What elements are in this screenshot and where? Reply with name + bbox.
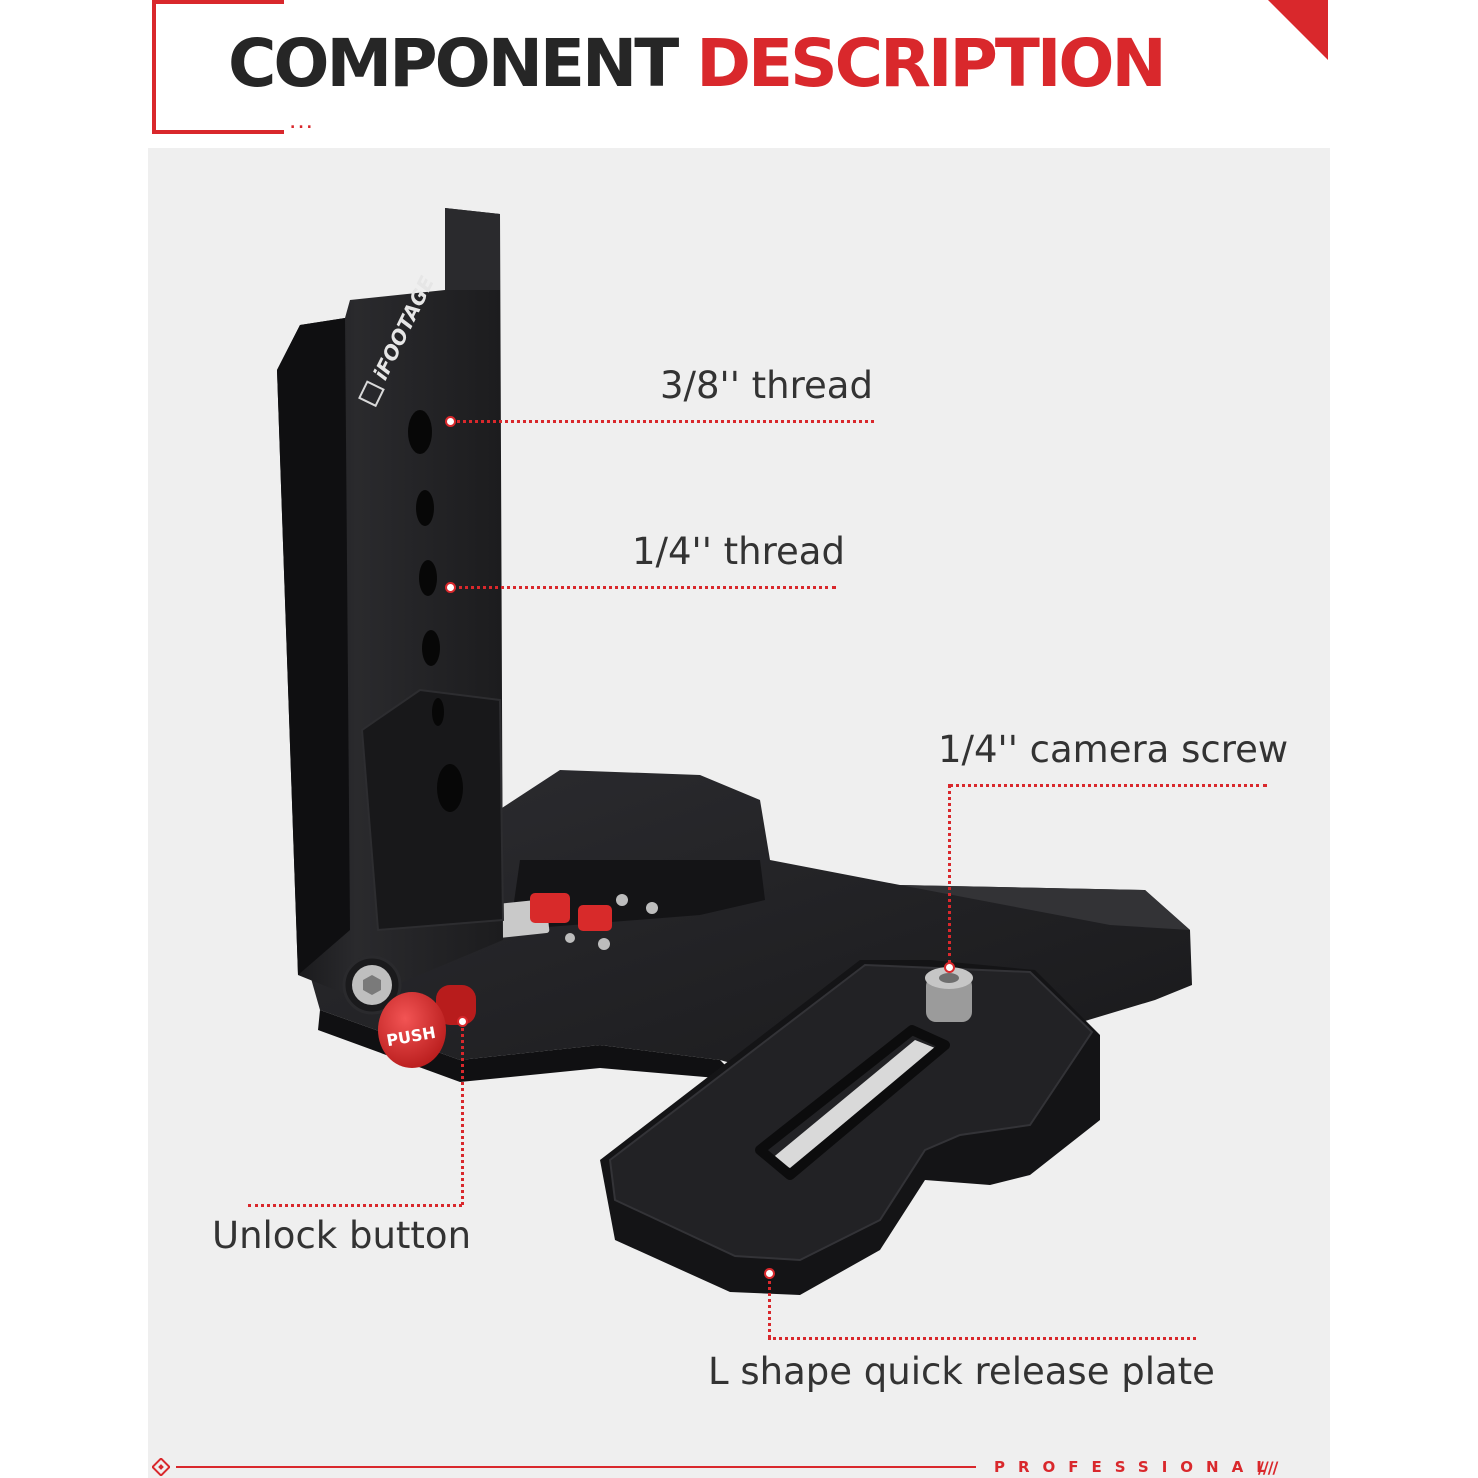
- vertical-arm: [277, 208, 505, 1000]
- callout-vline-qr-plate: [768, 1276, 771, 1338]
- callout-label-thread-14: 1/4'' thread: [632, 530, 845, 573]
- callout-label-qr-plate: L shape quick release plate: [708, 1350, 1215, 1393]
- callout-label-unlock-button: Unlock button: [212, 1214, 472, 1257]
- title-part-component: COMPONENT: [228, 25, 679, 102]
- page-title: COMPONENT DESCRIPTION: [228, 25, 1167, 102]
- callout-dot-unlock-button: [457, 1016, 468, 1027]
- callout-vline-camera-screw: [948, 784, 951, 964]
- header-frame-bottom: [152, 130, 284, 134]
- callout-line-camera-screw: [949, 784, 1267, 787]
- callout-label-camera-screw: 1/4'' camera screw: [938, 728, 1289, 771]
- callout-line-qr-plate: [768, 1337, 1196, 1340]
- callout-dot-thread-38: [445, 416, 456, 427]
- hinge-bolt: [342, 955, 402, 1015]
- callout-label-thread-38: 3/8'' thread: [660, 364, 873, 407]
- quick-release-plate: [600, 960, 1100, 1295]
- product-stage: iFOOTAGE PUSH 3/8'' thread 1/: [148, 148, 1330, 1478]
- callout-dot-camera-screw: [944, 962, 955, 973]
- callout-line-unlock-button: [248, 1204, 462, 1207]
- header-frame-dots: ...: [290, 116, 315, 132]
- header-frame-top: [152, 0, 284, 4]
- callout-dot-thread-14: [445, 582, 456, 593]
- header-frame-left: [152, 0, 156, 134]
- l-bracket-illustration: iFOOTAGE PUSH: [277, 208, 1192, 1295]
- diamond-logo-icon: [152, 1458, 170, 1476]
- title-part-description: DESCRIPTION: [696, 25, 1167, 102]
- callout-dot-qr-plate: [764, 1268, 775, 1279]
- footer-professional-text: PROFESSIONAL: [994, 1458, 1279, 1476]
- footer-slashes: ////: [1258, 1458, 1278, 1477]
- callout-vline-unlock-button: [461, 1022, 464, 1205]
- callout-line-thread-14: [452, 586, 836, 589]
- footer-line: [176, 1466, 976, 1468]
- corner-flag-icon: [1268, 0, 1328, 60]
- callout-line-thread-38: [452, 420, 874, 423]
- push-button: PUSH: [378, 985, 476, 1068]
